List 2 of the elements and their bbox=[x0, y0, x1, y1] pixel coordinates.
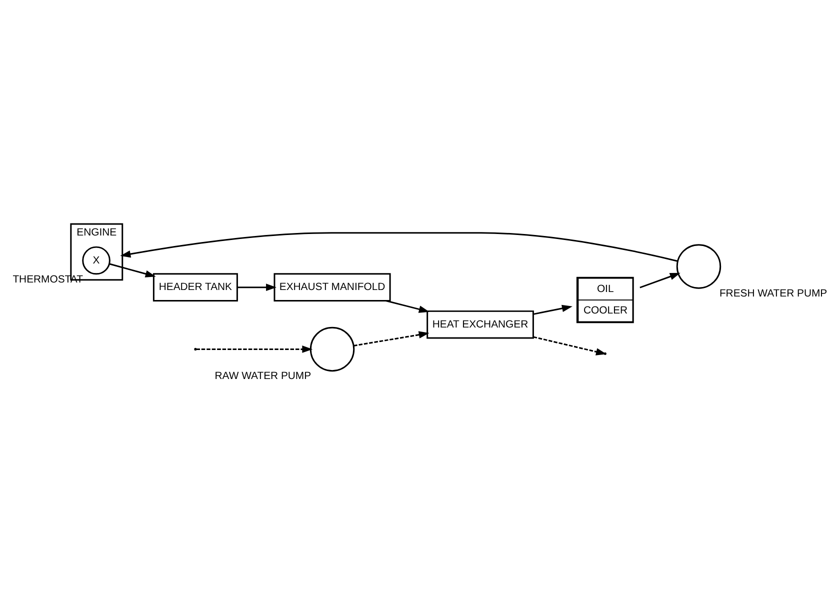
node-label: RAW WATER PUMP bbox=[214, 370, 312, 382]
node-label: FRESH WATER PUMP bbox=[719, 288, 828, 299]
